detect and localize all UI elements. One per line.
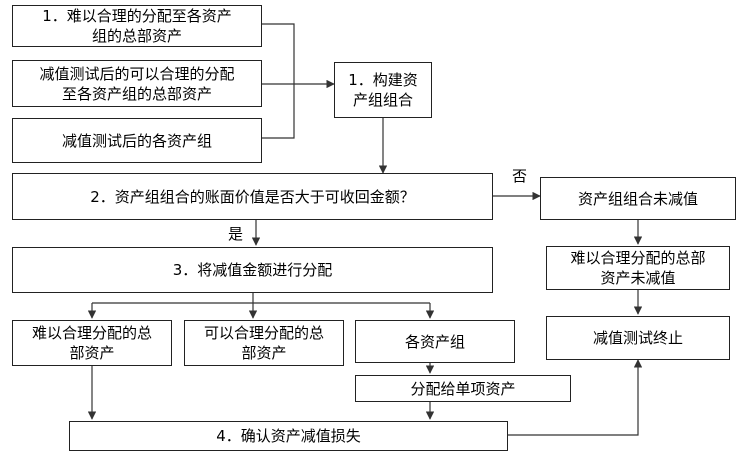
box-test-terminate-text: 减值测试终止 — [592, 329, 683, 347]
merge-line-top — [262, 23, 295, 139]
box-asset-groups: 各资产组 — [355, 320, 515, 363]
box-allocate-impairment: 3．将减值金额进行分配 — [12, 247, 493, 293]
box-hq-assets-reasonable: 减值测试后的可以合理的分配 至各资产组的总部资产 — [12, 60, 262, 107]
box-hard-hq-text: 难以合理分配的总 部资产 — [31, 324, 152, 362]
box-decision: 2．资产组组合的账面价值是否大于可收回金额？ — [12, 173, 493, 220]
box-reasonable-hq: 可以合理分配的总 部资产 — [184, 320, 344, 366]
box-hq-assets-reasonable-text: 减值测试后的可以合理的分配 至各资产组的总部资产 — [39, 64, 235, 103]
box-reasonable-hq-text: 可以合理分配的总 部资产 — [203, 324, 324, 362]
box-not-impaired-text: 资产组组合未减值 — [577, 189, 698, 208]
label-yes: 是 — [228, 225, 244, 243]
box-hq-assets-hard-text: 1．难以合理的分配至各资产 组的总部资产 — [42, 7, 232, 45]
box-test-terminate: 减值测试终止 — [546, 316, 730, 360]
label-no: 否 — [512, 167, 528, 185]
box-not-impaired: 资产组组合未减值 — [540, 177, 736, 220]
box-hard-hq: 难以合理分配的总 部资产 — [12, 320, 172, 366]
box-hq-assets-hard: 1．难以合理的分配至各资产 组的总部资产 — [12, 5, 262, 47]
box-asset-groups-tested-text: 减值测试后的各资产组 — [61, 131, 212, 150]
box-confirm-loss-text: 4．确认资产减值损失 — [216, 427, 361, 445]
box-allocate-impairment-text: 3．将减值金额进行分配 — [172, 261, 333, 279]
box-confirm-loss: 4．确认资产减值损失 — [69, 421, 508, 451]
box-build-portfolio: 1．构建资 产组组合 — [334, 62, 432, 118]
box-asset-groups-text: 各资产组 — [404, 332, 465, 351]
box-allocate-single-asset: 分配给单项资产 — [355, 375, 571, 402]
box-hq-not-impaired: 难以合理分配的总部 资产未减值 — [546, 246, 730, 290]
box-build-portfolio-text: 1．构建资 产组组合 — [348, 71, 418, 109]
box-allocate-single-asset-text: 分配给单项资产 — [410, 379, 516, 398]
box-hq-not-impaired-text: 难以合理分配的总部 资产未减值 — [570, 249, 706, 287]
box-asset-groups-tested: 减值测试后的各资产组 — [12, 118, 262, 163]
box-decision-text: 2．资产组组合的账面价值是否大于可收回金额？ — [90, 187, 415, 206]
